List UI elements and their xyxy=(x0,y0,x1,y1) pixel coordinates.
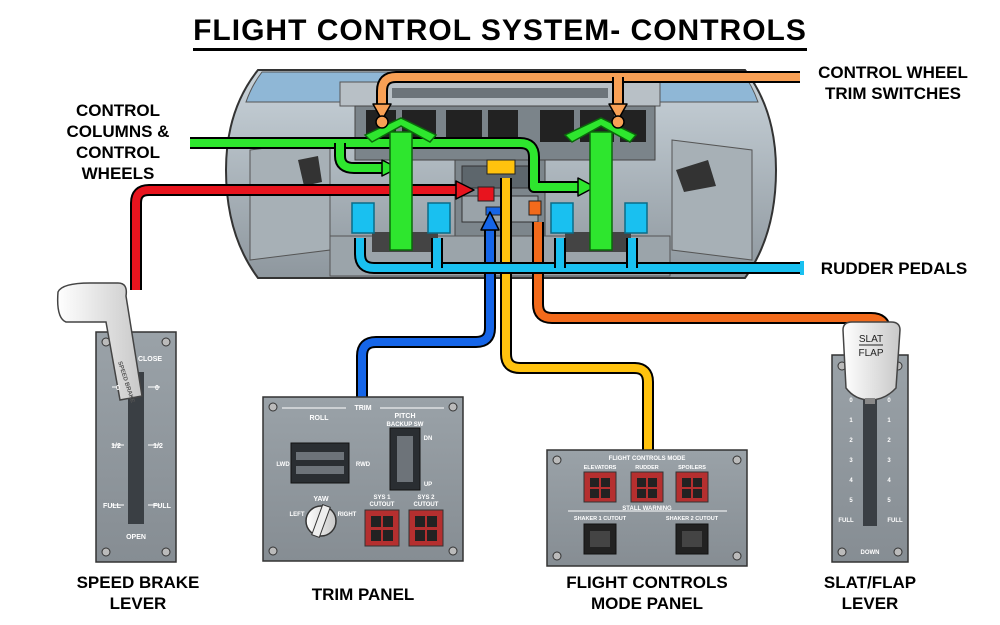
mode-shaker1: SHAKER 1 CUTOUT xyxy=(574,516,627,522)
speed-brake-mark-0-right: 0 xyxy=(155,385,159,392)
speed-brake-mark-full-left: FULL xyxy=(103,503,122,510)
connector-lines xyxy=(130,71,891,450)
trim-right: RIGHT xyxy=(338,512,357,518)
trim-roll: ROLL xyxy=(309,415,329,422)
slat-mark-5-r: 5 xyxy=(887,498,891,504)
mode-panel-label: FLIGHT CONTROLS MODE PANEL xyxy=(566,573,728,613)
slat-mark-full-r: FULL xyxy=(887,518,903,524)
slat-mark-full-l: FULL xyxy=(838,518,854,524)
slat-mark-2-l: 2 xyxy=(849,438,853,444)
slat-mark-4-l: 4 xyxy=(849,478,853,484)
slat-mark-3-r: 3 xyxy=(887,458,891,464)
slat-mark-0-r: 0 xyxy=(887,398,891,404)
speed-brake-open-text: OPEN xyxy=(126,534,146,541)
mode-header: FLIGHT CONTROLS MODE xyxy=(609,456,686,462)
sys2-cutout-button xyxy=(408,509,444,547)
control-columns-label: CONTROL COLUMNS & CONTROL WHEELS xyxy=(66,101,170,183)
speed-brake-handle xyxy=(56,282,143,401)
trim-yaw: YAW xyxy=(313,496,329,503)
mode-elevators: ELEVATORS xyxy=(584,465,617,471)
trim-panel-label: TRIM PANEL xyxy=(311,585,415,604)
rudder-pedals-label: RUDDER PEDALS xyxy=(820,259,968,278)
mode-panel-body xyxy=(546,449,748,567)
trim-sys1-line2: CUTOUT xyxy=(370,502,395,508)
trim-header: TRIM xyxy=(354,405,371,412)
control-columns xyxy=(363,115,638,251)
slat-mark-1-r: 1 xyxy=(887,418,891,424)
slat-flap-label: SLAT/FLAP LEVER xyxy=(823,573,917,613)
trim-backup: BACKUP SW xyxy=(387,422,424,428)
slat-flap-panel xyxy=(831,321,909,563)
spoilers-button xyxy=(675,471,709,503)
slat-mark-3-l: 3 xyxy=(849,458,853,464)
mode-shaker2: SHAKER 2 CUTOUT xyxy=(666,516,719,522)
slat-flap-handle xyxy=(842,321,901,401)
mode-spoilers: SPOILERS xyxy=(678,465,706,471)
slat-knob-line1: SLAT xyxy=(859,334,883,345)
trim-up: UP xyxy=(424,482,432,488)
trim-lwd: LWD xyxy=(276,462,290,468)
slat-mark-1-l: 1 xyxy=(849,418,853,424)
trim-sys2-line2: CUTOUT xyxy=(414,502,439,508)
elevators-button xyxy=(583,471,617,503)
trim-sys2-line1: SYS 2 xyxy=(417,495,435,501)
trim-panel-body xyxy=(262,396,464,562)
mode-stall: STALL WARNING xyxy=(622,506,672,512)
speed-brake-close-text: CLOSE xyxy=(138,356,162,363)
slat-knob-line2: FLAP xyxy=(858,348,883,359)
trim-rwd: RWD xyxy=(356,462,371,468)
trim-dn: DN xyxy=(424,436,433,442)
slat-mark-4-r: 4 xyxy=(887,478,891,484)
sys1-cutout-button xyxy=(364,509,400,547)
speed-brake-panel xyxy=(56,282,177,563)
speed-brake-mark-full-right: FULL xyxy=(153,503,172,510)
rudder-button xyxy=(630,471,664,503)
trim-left: LEFT xyxy=(290,512,305,518)
slat-down-text: DOWN xyxy=(861,550,880,556)
speed-brake-mark-0-left: 0 xyxy=(116,385,120,392)
trim-pitch: PITCH xyxy=(395,413,416,420)
mode-rudder: RUDDER xyxy=(635,465,659,471)
speed-brake-mark-half-left: 1/2 xyxy=(111,443,121,450)
slat-mark-2-r: 2 xyxy=(887,438,891,444)
slat-mark-5-l: 5 xyxy=(849,498,853,504)
speed-brake-label: SPEED BRAKE LEVER xyxy=(76,573,200,613)
trim-switches-label: CONTROL WHEEL TRIM SWITCHES xyxy=(818,63,968,103)
slat-mark-0-l: 0 xyxy=(849,398,853,404)
page-title: FLIGHT CONTROL SYSTEM- CONTROLS xyxy=(0,14,1000,51)
speed-brake-mark-half-right: 1/2 xyxy=(153,443,163,450)
trim-sys1-line1: SYS 1 xyxy=(373,495,391,501)
roll-trim-switch xyxy=(290,442,350,484)
